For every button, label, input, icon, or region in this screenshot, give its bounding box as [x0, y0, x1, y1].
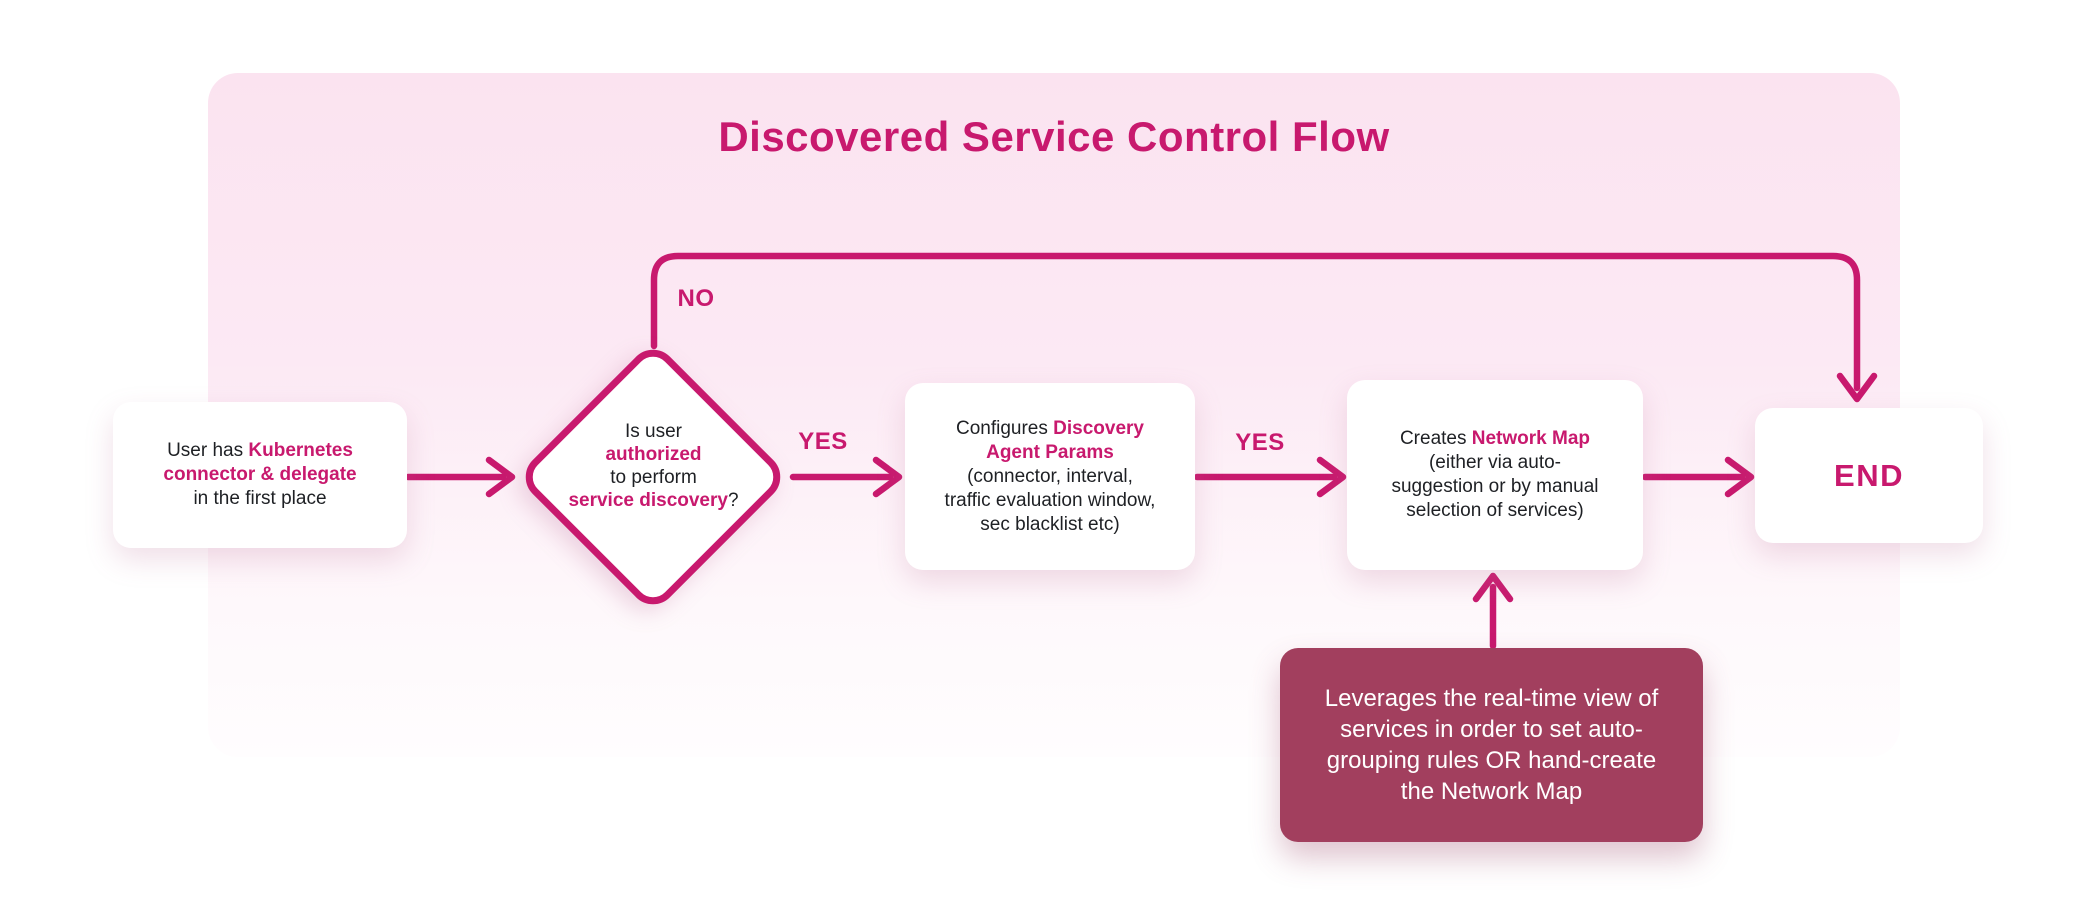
diagram-title: Discovered Service Control Flow: [718, 113, 1390, 160]
end-label: END: [1834, 457, 1904, 493]
label-yes-configured: YES: [1235, 429, 1285, 456]
label-yes-authorized: YES: [798, 428, 848, 455]
label-no: NO: [677, 285, 715, 312]
node-end: END: [1755, 408, 1983, 543]
node-create-map-text: Creates Network Map(either via auto-sugg…: [1391, 428, 1599, 521]
node-create-map: Creates Network Map(either via auto-sugg…: [1347, 380, 1643, 570]
